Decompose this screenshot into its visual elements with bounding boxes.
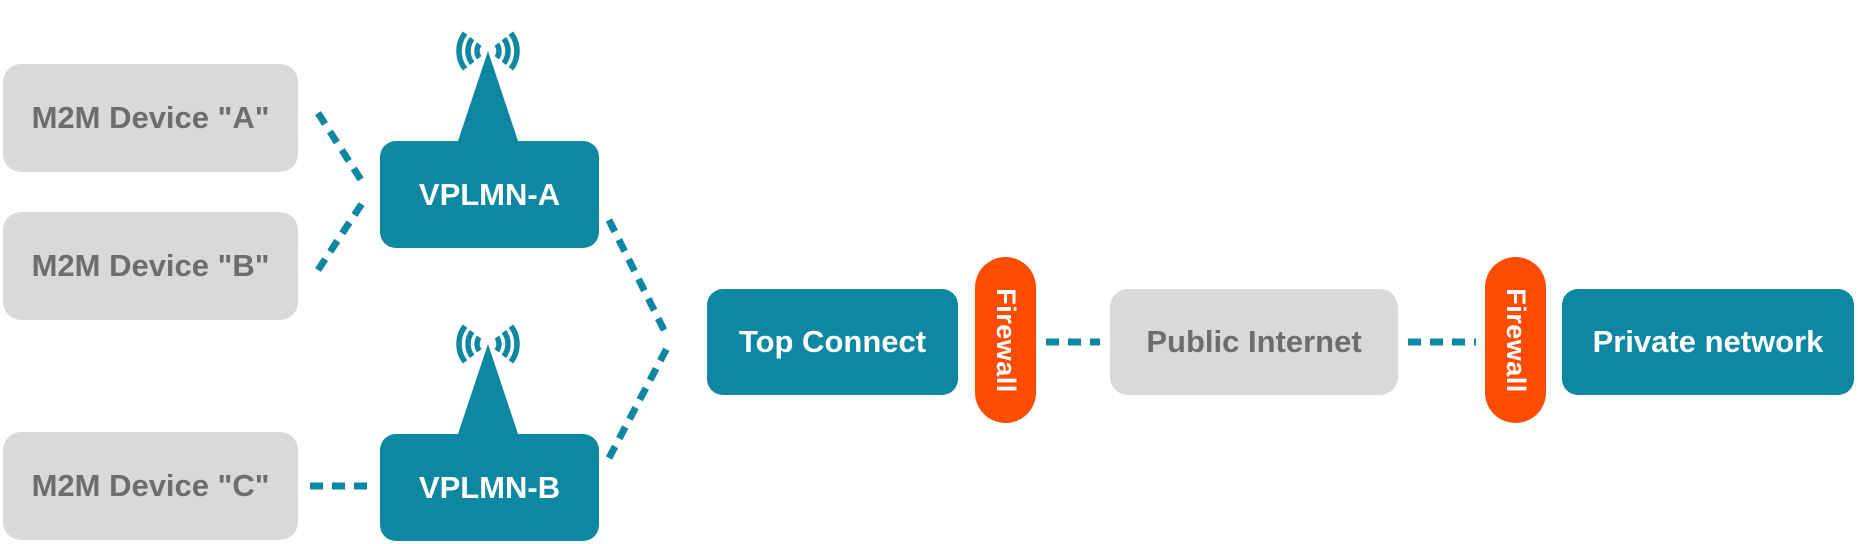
node-label: Firewall (1501, 287, 1532, 393)
node-m2m-device-a: M2M Device "A" (3, 64, 298, 172)
node-m2m-device-b: M2M Device "B" (3, 212, 298, 320)
node-vplmn-a: VPLMN-A (380, 141, 599, 248)
node-label: VPLMN-A (418, 176, 561, 212)
node-label: M2M Device "A" (31, 100, 270, 135)
node-label: VPLMN-B (418, 469, 561, 505)
node-label: Top Connect (738, 324, 927, 359)
node-label: Private network (1592, 324, 1824, 359)
node-public-internet: Public Internet (1110, 289, 1398, 395)
connector-dashed-line-vplmn-b-top-connect (605, 346, 671, 460)
node-label: M2M Device "B" (31, 248, 270, 283)
node-vplmn-b: VPLMN-B (380, 434, 599, 541)
connector-dashed-line-device-b-vplmn-a (315, 200, 366, 272)
node-top-connect: Top Connect (707, 289, 958, 395)
node-firewall-1: Firewall (975, 257, 1036, 423)
node-private-network: Private network (1562, 289, 1854, 395)
node-label: Public Internet (1146, 324, 1362, 359)
antenna-icon (424, 1, 552, 141)
antenna-bowtie-left (424, 1, 488, 101)
node-label: Firewall (991, 287, 1022, 393)
connector-dashed-line-device-a-vplmn-a (315, 111, 366, 185)
connector-dashed-line-vplmn-a-top-connect (605, 218, 671, 338)
node-firewall-2: Firewall (1485, 257, 1546, 423)
antenna-icon (424, 294, 552, 434)
node-m2m-device-c: M2M Device "C" (3, 432, 298, 540)
antenna-bowtie-left (424, 294, 488, 394)
antenna-mast (458, 51, 518, 141)
antenna-mast (458, 344, 518, 434)
node-label: M2M Device "C" (31, 468, 270, 503)
antenna-bowtie-right (488, 1, 552, 101)
antenna-bowtie-right (488, 294, 552, 394)
